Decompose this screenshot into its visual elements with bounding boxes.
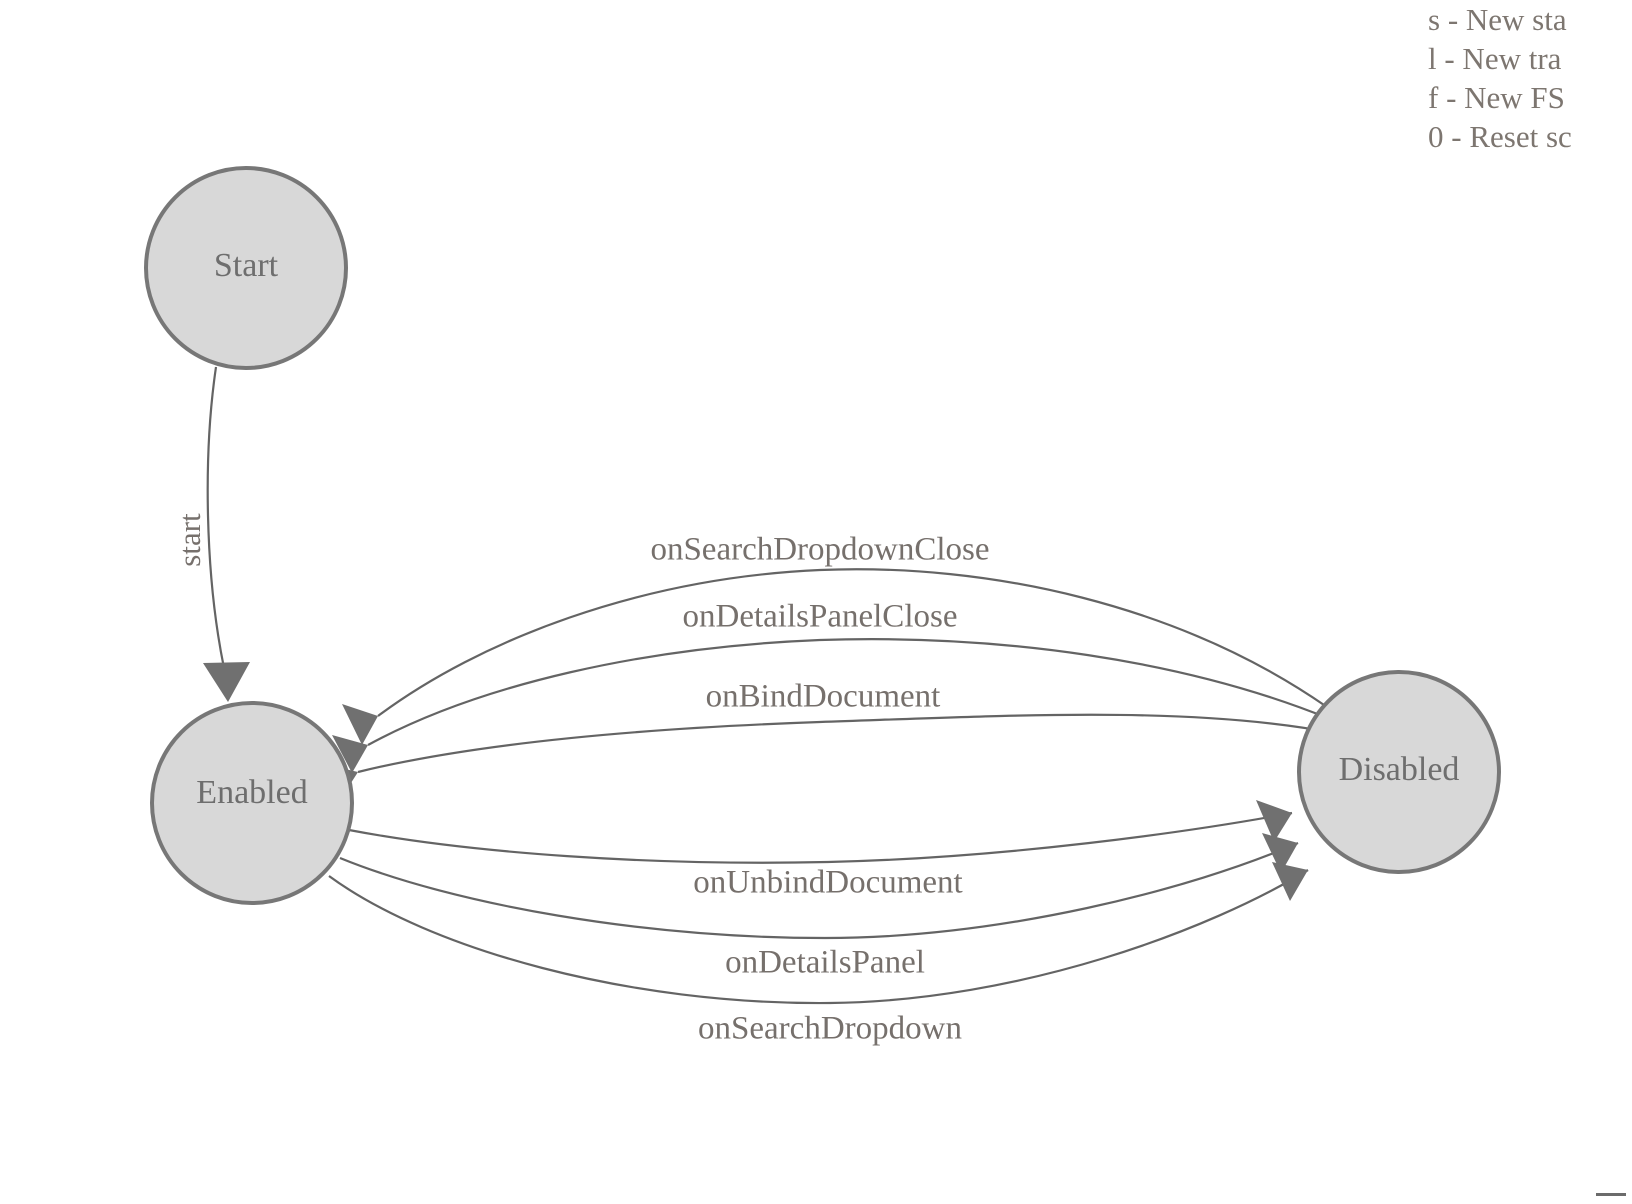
node-start-label: Start bbox=[214, 247, 279, 284]
shortcut-new-state: s - New sta bbox=[1428, 2, 1567, 37]
edge-start[interactable] bbox=[203, 366, 250, 702]
edge-onSearchDropdownClose[interactable] bbox=[342, 568, 1328, 745]
edge-onBindDocument[interactable] bbox=[323, 713, 1335, 800]
shortcut-reset: 0 - Reset sc bbox=[1428, 119, 1572, 154]
edge-label-onDetailsPanelClose: onDetailsPanelClose bbox=[683, 599, 958, 635]
arrowhead-onUnbindDocument bbox=[1256, 800, 1292, 842]
edge-path-onSearchDropdownClose bbox=[377, 568, 1328, 717]
edge-label-onSearchDropdown: onSearchDropdown bbox=[698, 1011, 962, 1047]
node-enabled-circle bbox=[150, 701, 354, 905]
edge-label-start: start bbox=[172, 513, 207, 567]
edge-onSearchDropdown[interactable] bbox=[328, 862, 1309, 1005]
edge-label-onSearchDropdownClose: onSearchDropdownClose bbox=[650, 532, 989, 568]
arrowhead-onDetailsPanel bbox=[1262, 833, 1298, 873]
edge-path-onDetailsPanelClose bbox=[367, 638, 1331, 746]
arrowhead-onDetailsPanelClose bbox=[332, 735, 368, 773]
arrowhead-onSearchDropdown bbox=[1272, 862, 1308, 901]
edge-label-onBindDocument: onBindDocument bbox=[706, 679, 941, 715]
edge-path-onSearchDropdown bbox=[328, 869, 1309, 1005]
edge-label-onDetailsPanel: onDetailsPanel bbox=[725, 945, 925, 981]
node-disabled[interactable]: Disabled bbox=[1297, 670, 1501, 874]
node-disabled-label: Disabled bbox=[1339, 751, 1460, 788]
node-enabled-label: Enabled bbox=[196, 774, 307, 811]
edge-label-onUnbindDocument: onUnbindDocument bbox=[693, 865, 962, 901]
node-start-circle bbox=[144, 166, 348, 370]
edge-path-onBindDocument bbox=[357, 713, 1335, 774]
edge-onDetailsPanel[interactable] bbox=[339, 833, 1299, 940]
edge-onDetailsPanelClose[interactable] bbox=[332, 638, 1331, 773]
edge-onUnbindDocument[interactable] bbox=[348, 800, 1293, 864]
node-enabled[interactable]: Enabled bbox=[150, 701, 354, 905]
arrowhead-onSearchDropdownClose bbox=[342, 704, 378, 745]
node-start[interactable]: Start bbox=[144, 166, 348, 370]
edge-path-onUnbindDocument bbox=[348, 811, 1293, 864]
keyboard-shortcuts-overlay: s - New sta l - New tra f - New FS 0 - R… bbox=[1428, 0, 1632, 156]
edge-path-start bbox=[206, 366, 226, 669]
shortcut-new-transition: l - New tra bbox=[1428, 41, 1562, 76]
node-disabled-circle bbox=[1297, 670, 1501, 874]
corner-marker bbox=[1596, 1193, 1626, 1196]
arrowhead-start bbox=[203, 662, 250, 702]
edge-path-onDetailsPanel bbox=[339, 841, 1299, 940]
shortcut-new-fsm: f - New FS bbox=[1428, 80, 1565, 115]
